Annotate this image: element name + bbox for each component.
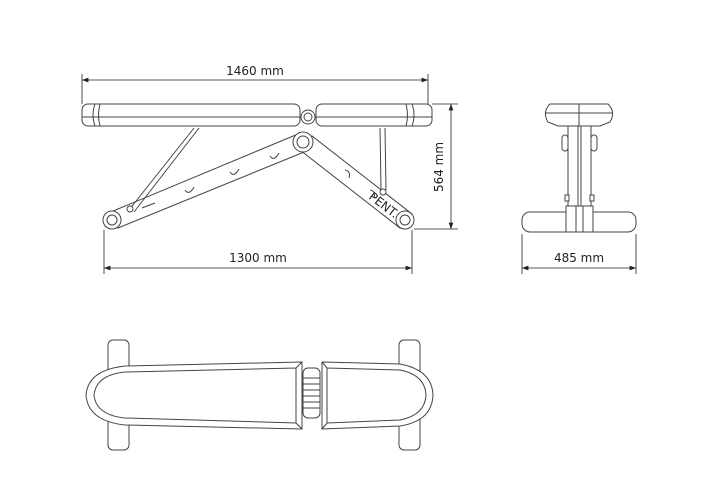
front-view: 485 mm bbox=[521, 103, 637, 274]
front-foot bbox=[395, 210, 415, 230]
front-strut bbox=[379, 127, 382, 191]
base-length-label: 1300 mm bbox=[229, 251, 287, 265]
side-view: PENT. 1460 mm 564 mm 1300 mm bbox=[81, 64, 458, 274]
overall-length-label: 1460 mm bbox=[226, 64, 284, 78]
seat-pad-top bbox=[321, 361, 434, 430]
main-pivot bbox=[292, 131, 314, 153]
height-label: 564 mm bbox=[432, 142, 446, 192]
center-hinge-top bbox=[302, 367, 321, 419]
rear-leg bbox=[105, 133, 310, 229]
width-label: 485 mm bbox=[554, 251, 604, 265]
seat-pad-side bbox=[315, 103, 433, 127]
seat-hinge bbox=[300, 109, 316, 125]
rear-foot bbox=[102, 210, 122, 230]
top-view bbox=[85, 339, 434, 451]
backrest-pad-side bbox=[81, 103, 301, 127]
rear-strut bbox=[128, 127, 195, 211]
backrest-pad-top bbox=[85, 361, 303, 430]
